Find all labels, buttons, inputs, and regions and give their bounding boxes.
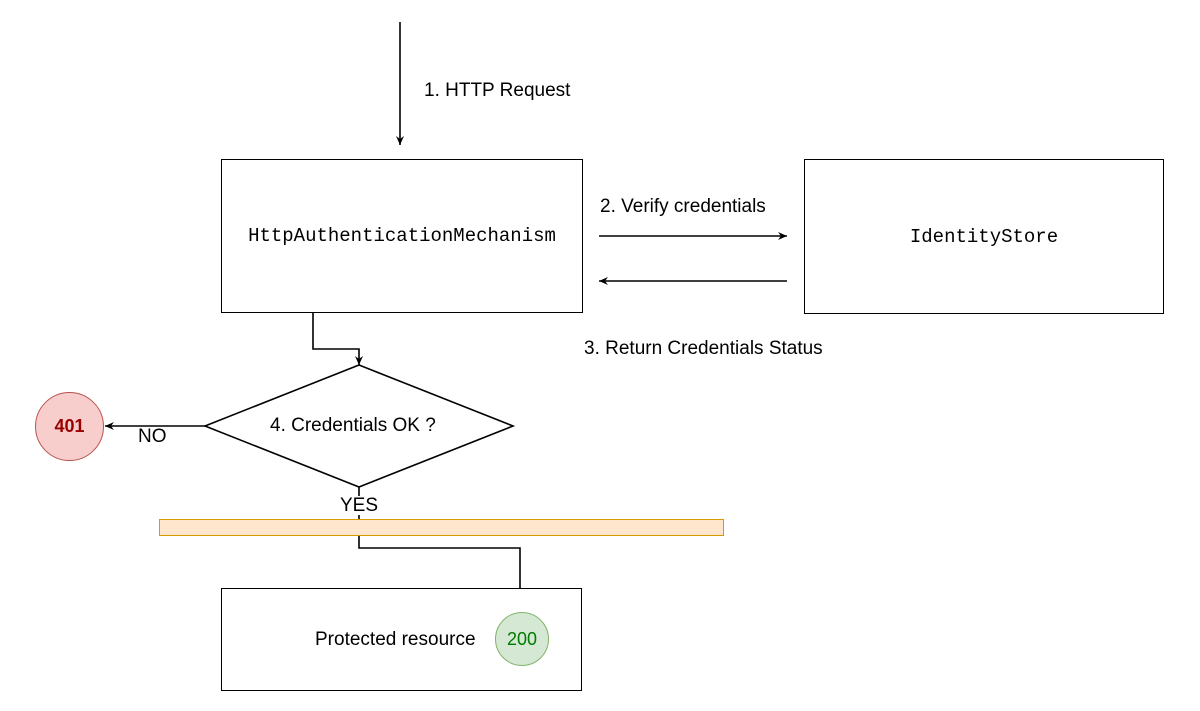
auth-mechanism-box: HttpAuthenticationMechanism	[221, 159, 583, 313]
status-200-node: 200	[495, 612, 549, 666]
identity-store-box: IdentityStore	[804, 159, 1164, 314]
protected-resource-label: Protected resource	[315, 629, 476, 650]
mechanism-to-decision-arrow	[312, 313, 363, 365]
status-401-node: 401	[35, 392, 104, 461]
horizontal-bar	[159, 519, 724, 536]
yes-branch-arrow	[358, 487, 524, 612]
decision-label: 4. Credentials OK ?	[270, 415, 436, 436]
return-status-label: 3. Return Credentials Status	[584, 338, 823, 359]
http-request-label: 1. HTTP Request	[424, 80, 571, 101]
verify-credentials-label: 2. Verify credentials	[600, 196, 766, 217]
auth-mechanism-label: HttpAuthenticationMechanism	[248, 225, 556, 247]
status-200-label: 200	[506, 628, 538, 649]
identity-store-label: IdentityStore	[909, 225, 1059, 248]
status-401-label: 401	[54, 416, 85, 436]
yes-label: YES	[340, 495, 379, 516]
no-label: NO	[138, 426, 167, 447]
